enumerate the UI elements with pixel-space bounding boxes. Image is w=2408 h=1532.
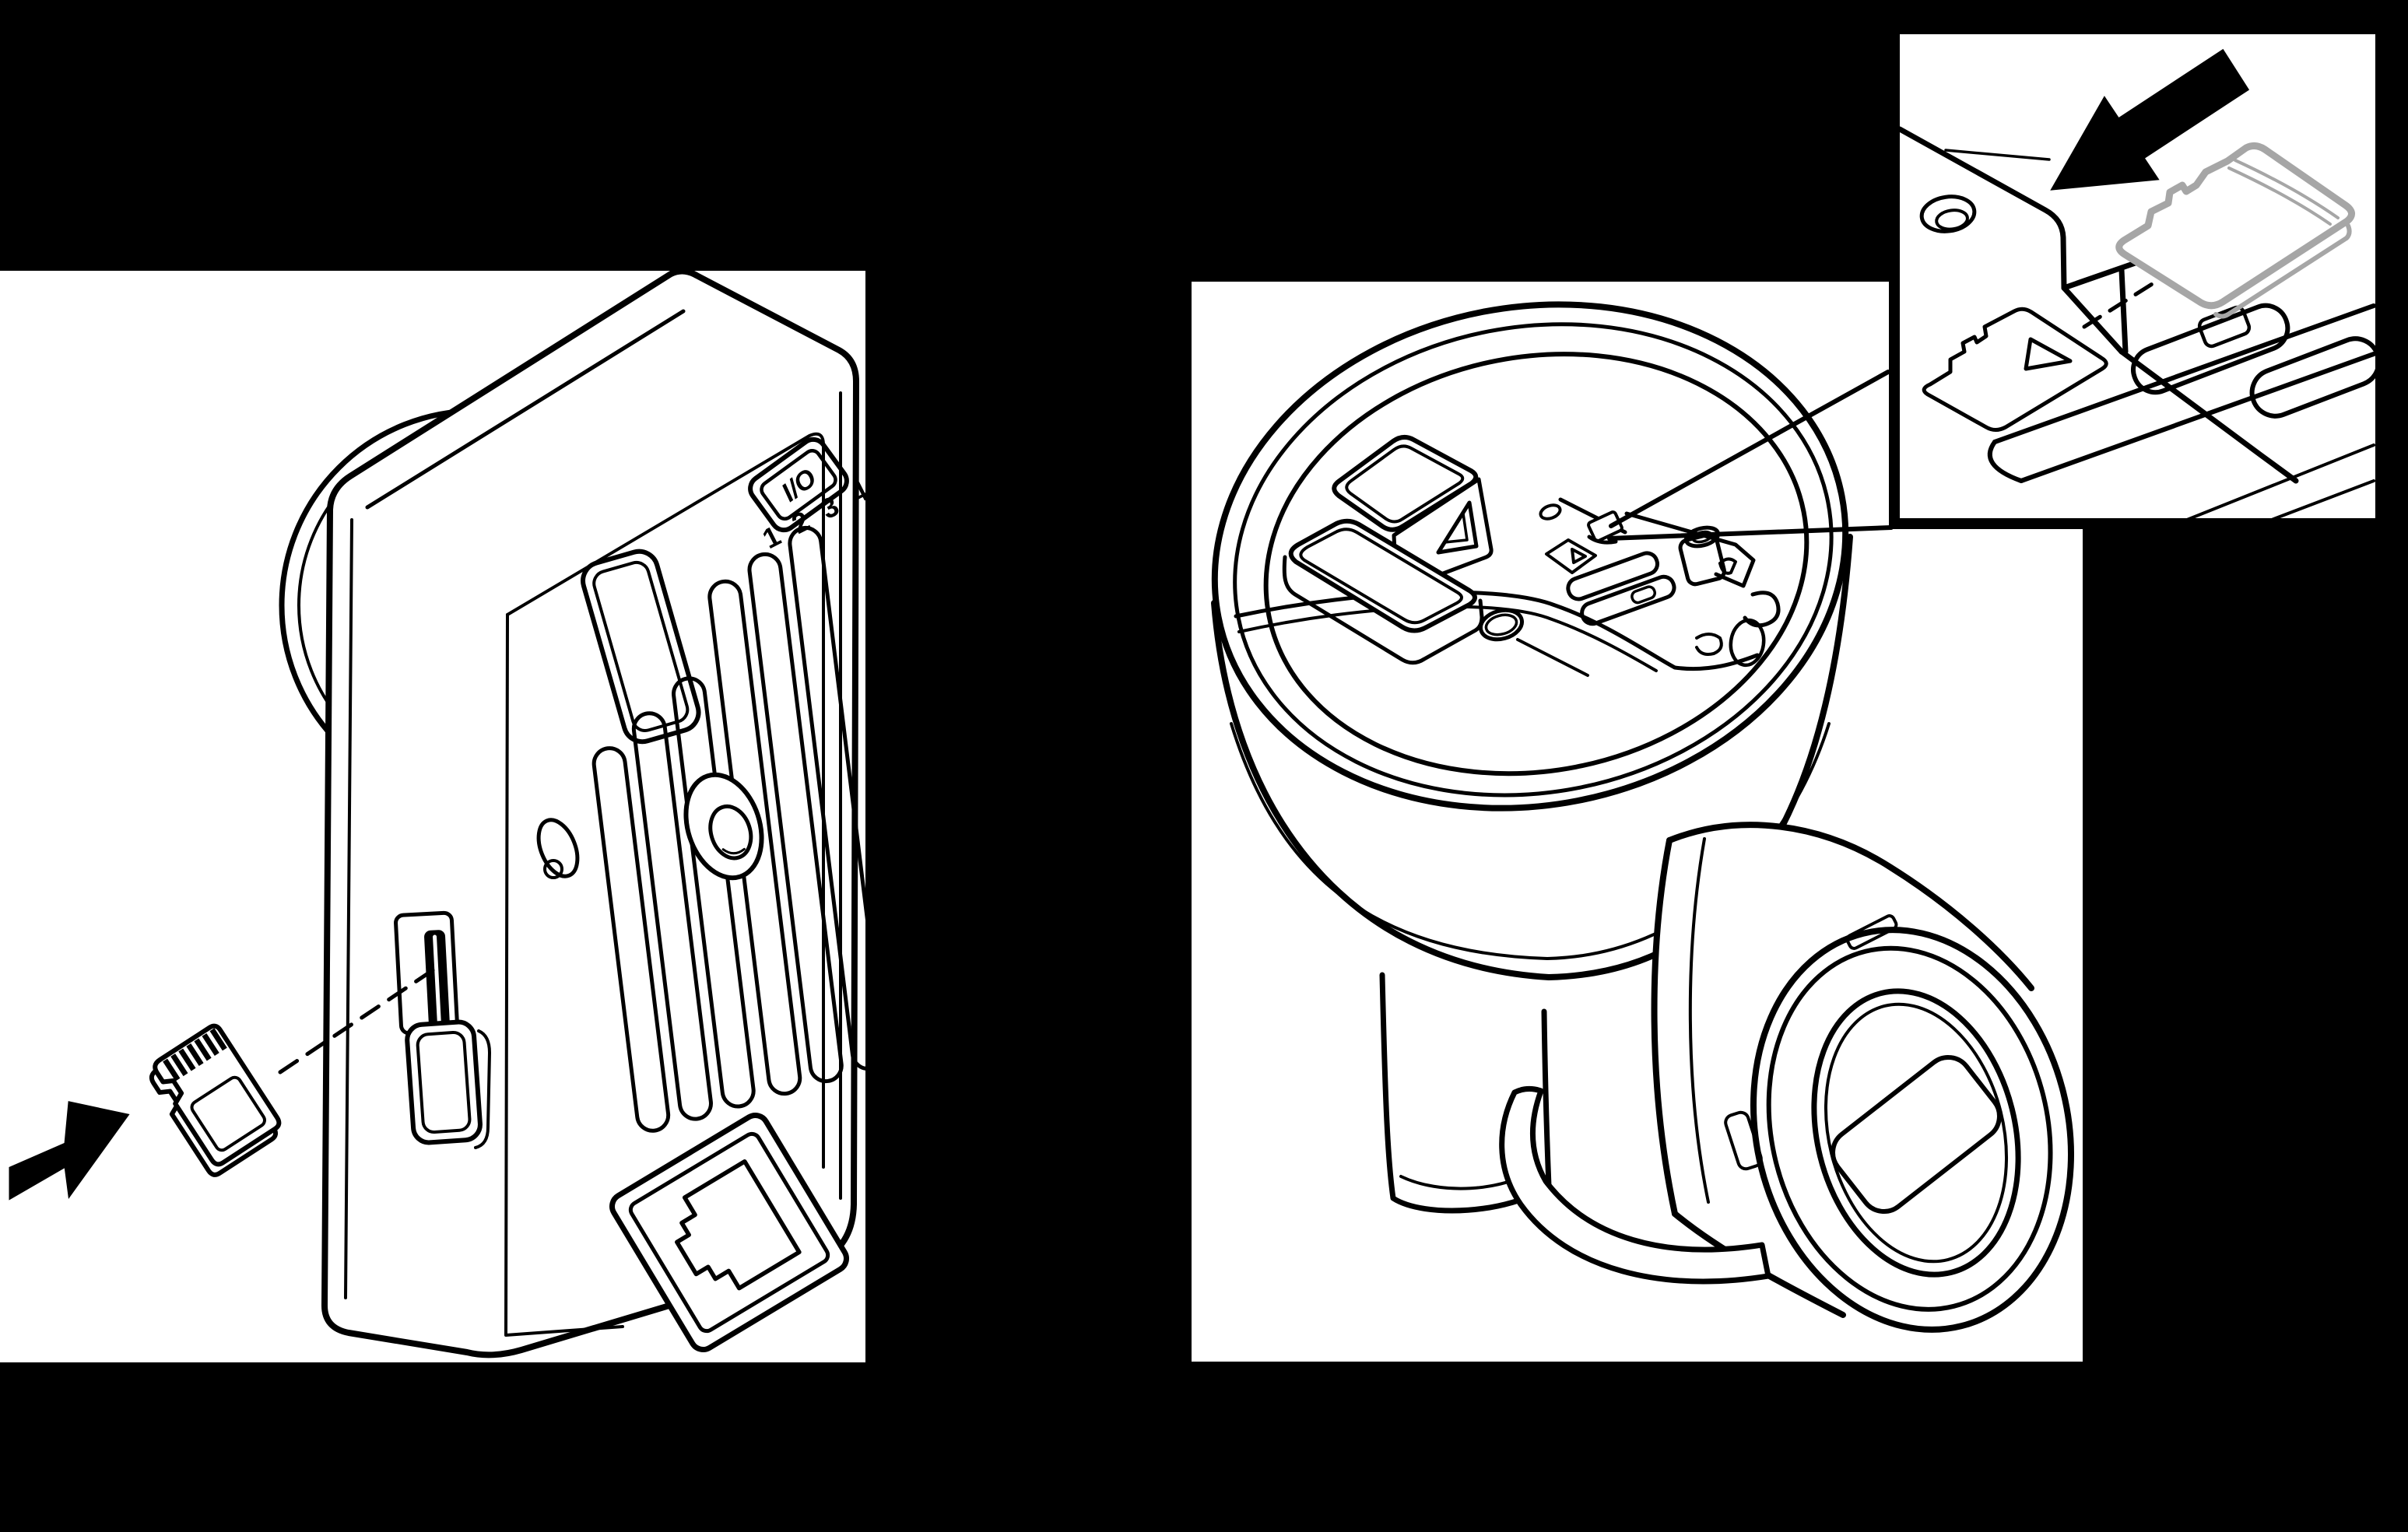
mounting-cup — [1211, 301, 1853, 980]
sd-contact-stripes — [163, 1028, 227, 1082]
lens-module — [1651, 822, 2074, 1333]
engraved-sd-outline — [1922, 307, 2108, 432]
sd-slot-cover — [405, 1019, 491, 1149]
dashed-guide-line — [278, 968, 435, 1075]
screw-hole — [1919, 195, 1977, 233]
safety-wire-loop — [1729, 618, 1766, 668]
engraved-sd-outline — [1545, 538, 1597, 574]
round-button — [1479, 608, 1524, 642]
connector-block-lower — [1282, 518, 1484, 665]
ethernet-port — [609, 1113, 849, 1352]
lens-aperture — [1831, 1054, 2002, 1215]
screw-hole — [536, 818, 580, 879]
inset-detail-box — [1889, 23, 2386, 529]
trim-bracket — [1499, 1085, 1771, 1285]
left-illustration-panel: I/O 1 2 3 4 — [0, 271, 865, 1362]
sd-slot-detail-illustration — [1900, 48, 2375, 518]
insertion-arrow-icon — [2050, 48, 2250, 191]
sd-slot-opening — [1987, 303, 2375, 518]
rim-clips — [1695, 591, 1781, 668]
sd-card-in-slot — [1587, 510, 1623, 545]
dashed-guide-line — [2082, 279, 2158, 329]
microsd-card — [149, 1023, 282, 1177]
center-screw-boss — [683, 772, 764, 881]
insert-direction-triangle — [2024, 337, 2073, 371]
microsd-card-gray — [2115, 142, 2355, 319]
sd-slot — [394, 910, 459, 1036]
insertion-arrow-icon — [9, 1101, 130, 1201]
dome-camera-illustration — [1211, 301, 2074, 1333]
box-camera-illustration: I/O 1 2 3 4 — [9, 271, 865, 1358]
